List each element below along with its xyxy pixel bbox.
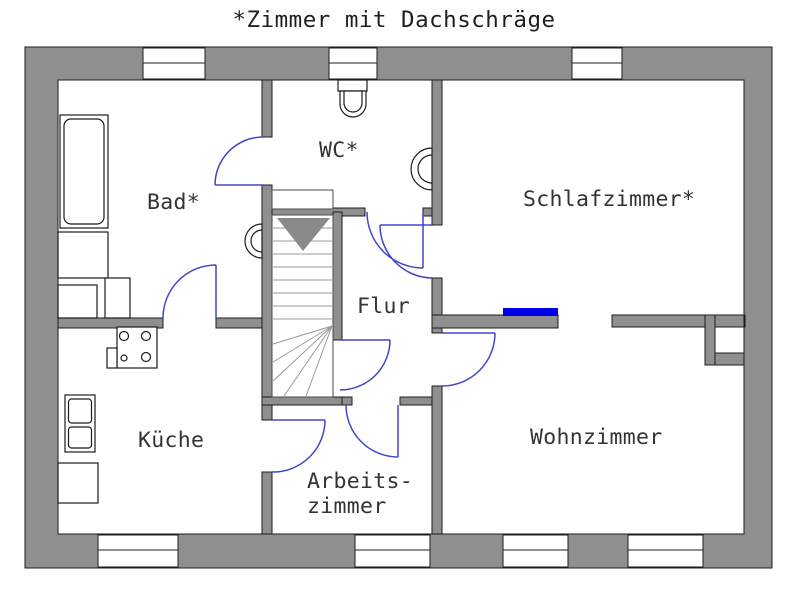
bath-unit-corner (104, 277, 131, 319)
wall-bad-kueche-right (215, 317, 263, 329)
room-label-flur: Flur (357, 294, 410, 319)
wall-kueche-arbeitszimmer-lower (261, 471, 273, 535)
wall-wc-schlafzimmer (431, 79, 443, 226)
wall-schlafzimmer-south-left (431, 314, 559, 329)
room-label-arbeitszimmer-line1: Arbeits- (307, 469, 413, 494)
window-bottom-arbeitszimmer (354, 534, 431, 568)
window-bottom-wohnzimmer-2 (627, 534, 704, 568)
window-top-bad (142, 47, 206, 80)
outer-wall (24, 46, 773, 569)
wall-chimney-bottom (714, 352, 745, 366)
room-labels: Bad* WC* Schlafzimmer* Flur Küche Arbeit… (138, 138, 695, 519)
doors (162, 136, 496, 473)
bad-sink (244, 223, 263, 259)
wall-flur-schlafzimmer (431, 277, 443, 334)
wall-stair-east (332, 211, 343, 341)
wc-sink (410, 147, 433, 191)
door-wc-flur (366, 211, 424, 269)
room-label-bad: Bad* (147, 190, 200, 215)
room-label-wohnzimmer: Wohnzimmer (530, 425, 662, 450)
stair-landing (271, 189, 334, 210)
stove (106, 326, 158, 369)
stair-winders (272, 325, 333, 397)
toilet (337, 79, 368, 118)
wall-chimney-left (704, 314, 716, 366)
door-schlafzimmer-flur (379, 224, 433, 279)
bathtub (59, 114, 109, 229)
stairwell (271, 189, 334, 398)
fridge (64, 394, 96, 453)
door-flur-arbeitszimmer (345, 404, 399, 458)
kitchen-counter (57, 462, 99, 504)
sliding-door-schlafzimmer-wohnzimmer (503, 308, 558, 316)
bath-cabinet (57, 231, 109, 279)
wall-bad-stair-kueche (261, 184, 273, 421)
window-top-wc (328, 47, 378, 80)
wall-stair-south (261, 396, 343, 406)
window-bottom-wohnzimmer-1 (502, 534, 569, 568)
window-top-schlafzimmer (571, 47, 623, 80)
window-bottom-kueche (97, 534, 179, 568)
windows (97, 47, 704, 568)
door-bad-kueche (162, 264, 217, 319)
wall-bad-wc-upper (261, 79, 273, 138)
room-label-wc: WC* (319, 138, 359, 163)
wall-flur-south-right (399, 396, 433, 406)
door-bad-wc (214, 136, 264, 186)
room-label-schlafzimmer: Schlafzimmer* (523, 187, 695, 212)
room-label-kueche: Küche (138, 428, 204, 453)
stair-direction-arrow (277, 218, 330, 251)
door-kueche-arbeitszimmer (271, 419, 326, 473)
door-stairs-flur (339, 339, 391, 391)
door-flur-wohnzimmer (441, 332, 496, 387)
wall-flur-south-left (341, 396, 353, 406)
walls (24, 46, 773, 569)
plan-title: *Zimmer mit Dachschräge (232, 7, 555, 33)
bath-unit-small (57, 284, 98, 319)
fixtures (57, 79, 433, 504)
wall-arbeitszimmer-wohnzimmer (431, 385, 443, 535)
wall-chimney-top (714, 314, 745, 328)
room-label-arbeitszimmer-line2: zimmer (307, 494, 386, 519)
